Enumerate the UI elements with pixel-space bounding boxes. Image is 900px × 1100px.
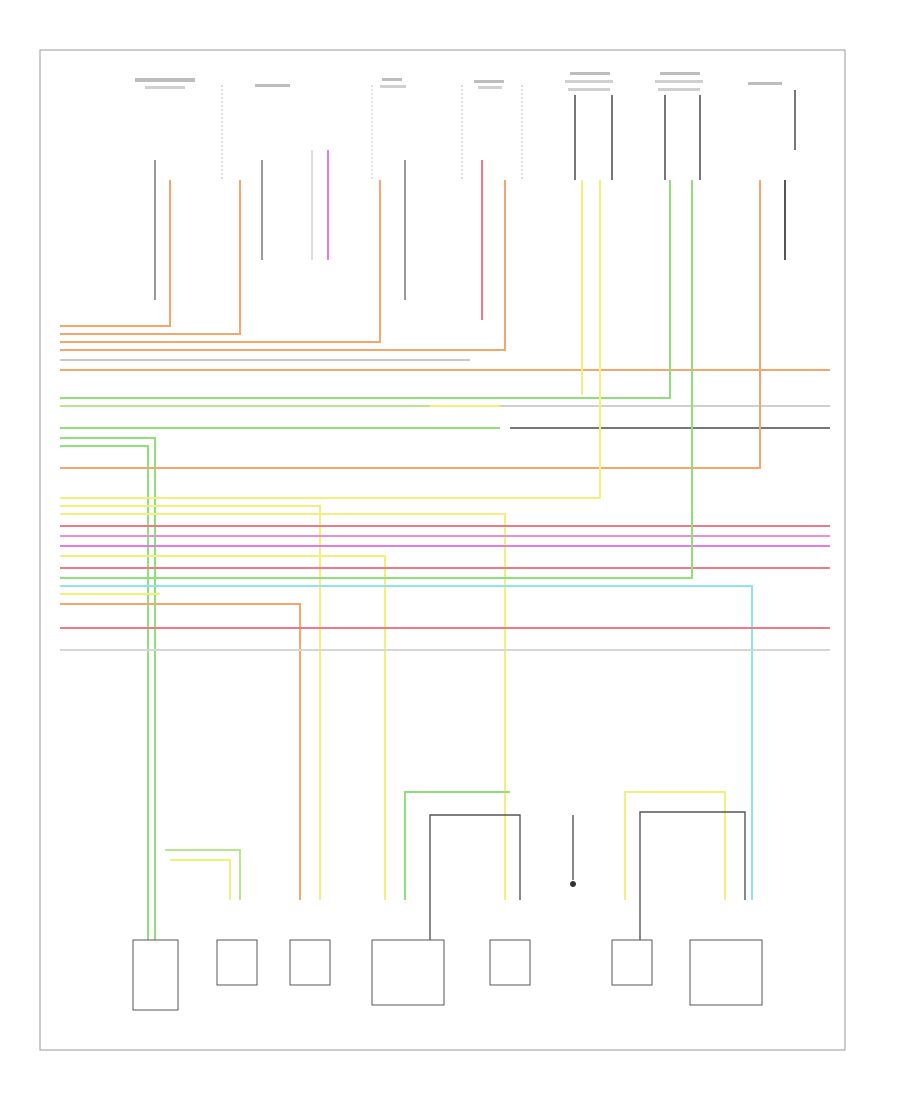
lower-wires bbox=[165, 791, 746, 940]
top-component-2 bbox=[255, 84, 290, 87]
bottom-components bbox=[132, 939, 763, 1011]
wire-green-1 bbox=[60, 180, 671, 399]
diagram-frame bbox=[39, 49, 846, 1051]
wire-orange-2 bbox=[60, 180, 241, 335]
bottom-component-6 bbox=[611, 939, 653, 986]
bottom-component-2 bbox=[216, 939, 258, 986]
wire-orange-1 bbox=[60, 180, 171, 327]
wire-yellow-2 bbox=[60, 505, 321, 900]
wire-orange-6 bbox=[60, 180, 761, 469]
wire-orange-3 bbox=[60, 180, 381, 343]
bottom-component-1 bbox=[132, 939, 179, 1011]
ground-point bbox=[570, 881, 576, 887]
bottom-component-5 bbox=[489, 939, 531, 986]
wire-cyan-1 bbox=[60, 585, 753, 900]
wire-green-6 bbox=[60, 180, 693, 579]
wire-yellow-3 bbox=[60, 513, 506, 900]
bottom-component-7 bbox=[689, 939, 763, 1006]
top-component-6 bbox=[655, 72, 703, 91]
top-components bbox=[135, 72, 782, 91]
wire-green-5 bbox=[60, 445, 149, 1000]
top-component-5 bbox=[565, 72, 613, 91]
top-component-dividers bbox=[221, 85, 523, 180]
bottom-component-4 bbox=[371, 939, 445, 1006]
bus-wires bbox=[60, 180, 830, 1000]
wire-orange-4 bbox=[60, 180, 506, 351]
wire-green-4 bbox=[60, 437, 156, 1000]
wire-yellow-1 bbox=[60, 180, 601, 499]
top-component-3 bbox=[380, 78, 406, 88]
wire-yellow-4 bbox=[60, 555, 386, 900]
top-component-1 bbox=[135, 78, 195, 89]
bottom-component-3 bbox=[289, 939, 331, 986]
top-component-7 bbox=[748, 82, 782, 85]
top-component-4 bbox=[474, 80, 504, 89]
wire-orange-7 bbox=[60, 603, 301, 900]
top-vertical-wires bbox=[154, 90, 796, 395]
